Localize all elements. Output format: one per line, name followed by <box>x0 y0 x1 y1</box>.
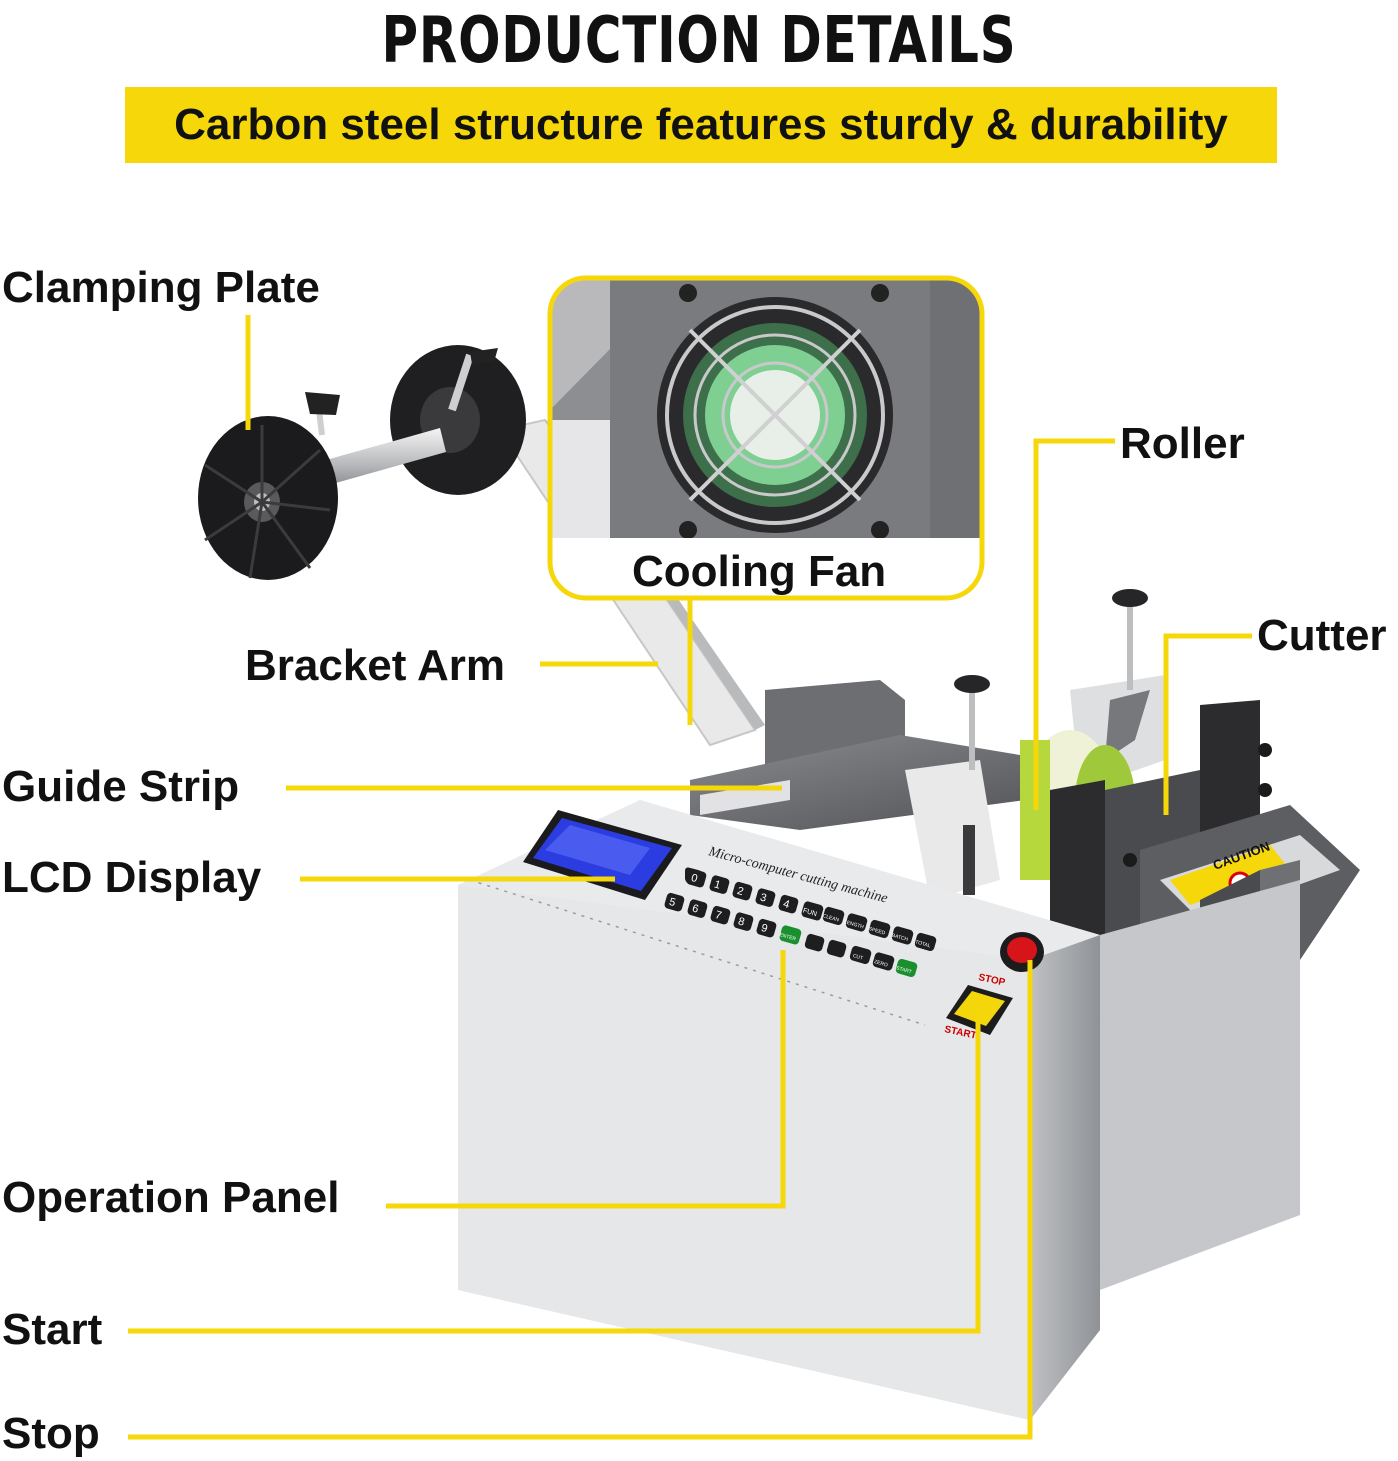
key-4[interactable]: 4 <box>778 894 800 914</box>
key-7[interactable]: 7 <box>710 905 732 925</box>
callout-start <box>128 1010 981 1334</box>
label-stop: Stop <box>2 1409 100 1458</box>
key-clean[interactable]: CLEAN <box>822 906 845 926</box>
key-batch-label: BATCH <box>891 933 909 943</box>
label-lcd-display: LCD Display <box>2 853 262 902</box>
key-cut[interactable]: CUT <box>849 945 872 965</box>
key-arrow-right[interactable] <box>826 939 847 958</box>
key-7-label: 7 <box>714 909 723 922</box>
key-cut-label: CUT <box>852 953 864 962</box>
key-2-label: 2 <box>736 885 745 898</box>
key-total-label: TOTAL <box>914 939 931 949</box>
key-length[interactable]: LENGTH <box>843 913 868 933</box>
key-1[interactable]: 1 <box>709 875 731 895</box>
key-fun-label: FUN <box>802 907 818 918</box>
key-fun[interactable]: FUN <box>801 901 825 922</box>
label-roller: Roller <box>1120 419 1245 468</box>
key-3[interactable]: 3 <box>755 888 777 908</box>
lcd-display <box>523 810 682 900</box>
key-enter[interactable]: ENTER <box>779 925 803 946</box>
key-0-label: 0 <box>690 872 699 885</box>
subtitle-banner: Carbon steel structure features sturdy &… <box>125 87 1277 163</box>
page-title: PRODUCTION DETAILS <box>381 4 1017 78</box>
label-guide-strip: Guide Strip <box>2 762 240 811</box>
label-cooling-fan: Cooling Fan <box>632 547 887 596</box>
key-9[interactable]: 9 <box>756 918 778 938</box>
callout-roller <box>1033 438 1115 810</box>
callout-stop <box>128 960 1033 1440</box>
key-0[interactable]: 0 <box>686 868 708 888</box>
key-6[interactable]: 6 <box>687 899 709 919</box>
key-zero[interactable]: ZERO <box>872 952 895 972</box>
key-length-label: LENGTH <box>843 919 865 930</box>
label-bracket-arm: Bracket Arm <box>245 641 506 690</box>
key-speed-label: SPEED <box>868 926 886 937</box>
label-start: Start <box>2 1305 103 1354</box>
cooling-fan-inset <box>547 275 985 601</box>
key-1-label: 1 <box>713 878 722 891</box>
callout-operation-panel <box>386 950 786 1209</box>
callout-cutter <box>1163 633 1252 815</box>
key-5-label: 5 <box>668 896 677 909</box>
key-total[interactable]: TOTAL <box>914 932 937 952</box>
key-5[interactable]: 5 <box>664 892 686 912</box>
label-operation-panel: Operation Panel <box>2 1173 340 1222</box>
subtitle-text: Carbon steel structure features sturdy &… <box>174 100 1228 149</box>
key-4-label: 4 <box>782 898 791 911</box>
key-9-label: 9 <box>760 922 769 935</box>
key-start[interactable]: START <box>895 958 918 978</box>
key-8[interactable]: 8 <box>733 912 755 932</box>
key-2[interactable]: 2 <box>732 881 754 901</box>
key-zero-label: ZERO <box>873 959 888 969</box>
key-6-label: 6 <box>691 902 700 915</box>
key-arrow-left[interactable] <box>804 933 825 952</box>
key-clean-label: CLEAN <box>822 913 840 923</box>
key-start-label: START <box>895 965 912 975</box>
stop-button[interactable] <box>1000 932 1044 972</box>
key-batch[interactable]: BATCH <box>891 926 914 946</box>
spool-clamping-plates <box>198 345 526 580</box>
key-8-label: 8 <box>737 915 746 928</box>
key-enter-label: ENTER <box>779 932 797 943</box>
callout-lines <box>128 315 1252 1440</box>
key-speed[interactable]: SPEED <box>868 919 891 939</box>
key-3-label: 3 <box>759 891 768 904</box>
label-clamping-plate: Clamping Plate <box>2 263 320 312</box>
label-cutter: Cutter <box>1257 611 1387 660</box>
